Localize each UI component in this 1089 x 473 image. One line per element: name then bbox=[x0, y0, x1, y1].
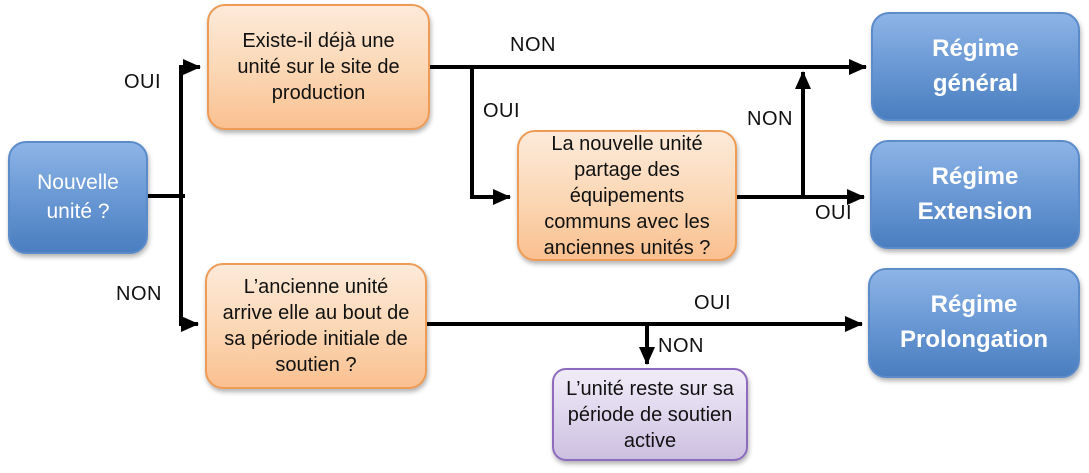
edge-label-oui-period-prolongation: OUI bbox=[694, 292, 732, 314]
node-regime-extension-label: Régime Extension bbox=[917, 162, 1033, 225]
edge-label-oui-site-share: OUI bbox=[483, 100, 521, 122]
node-question-period: L’ancienne unité arrive elle au bout de … bbox=[205, 263, 427, 389]
node-question-site-label: Existe-il déjà une unité sur le site de … bbox=[237, 30, 400, 104]
edge-oui-start-to-site bbox=[179, 59, 201, 196]
node-question-share-label: La nouvelle unité partage des équipement… bbox=[543, 132, 711, 259]
node-nouvelle-unite: Nouvelle unité ? bbox=[8, 141, 148, 254]
node-regime-general: Régime général bbox=[871, 12, 1080, 121]
edge-label-oui-share-extension: OUI bbox=[815, 202, 853, 224]
node-outcome-stay: L’unité reste sur sa période de soutien … bbox=[552, 368, 748, 461]
edge-label-non-period-stay: NON bbox=[658, 335, 704, 357]
edge-label-oui-start-site: OUI bbox=[124, 71, 162, 93]
node-question-share: La nouvelle unité partage des équipement… bbox=[517, 130, 737, 261]
edge-label-non-start-period: NON bbox=[116, 283, 162, 305]
edge-label-non-site-general: NON bbox=[510, 34, 556, 56]
node-outcome-stay-label: L’unité reste sur sa période de soutien … bbox=[566, 377, 734, 452]
edge-label-non-share-general: NON bbox=[747, 108, 793, 130]
edge-oui-site-to-share bbox=[470, 65, 511, 205]
node-regime-general-label: Régime général bbox=[932, 34, 1019, 97]
node-regime-extension: Régime Extension bbox=[870, 140, 1080, 249]
node-regime-prolongation-label: Régime Prolongation bbox=[900, 291, 1048, 353]
node-question-period-label: L’ancienne unité arrive elle au bout de … bbox=[222, 276, 410, 376]
node-regime-prolongation: Régime Prolongation bbox=[868, 268, 1080, 378]
edge-non-start-to-period bbox=[179, 196, 199, 332]
node-nouvelle-unite-label: Nouvelle unité ? bbox=[37, 171, 119, 223]
node-question-site: Existe-il déjà une unité sur le site de … bbox=[207, 4, 430, 130]
